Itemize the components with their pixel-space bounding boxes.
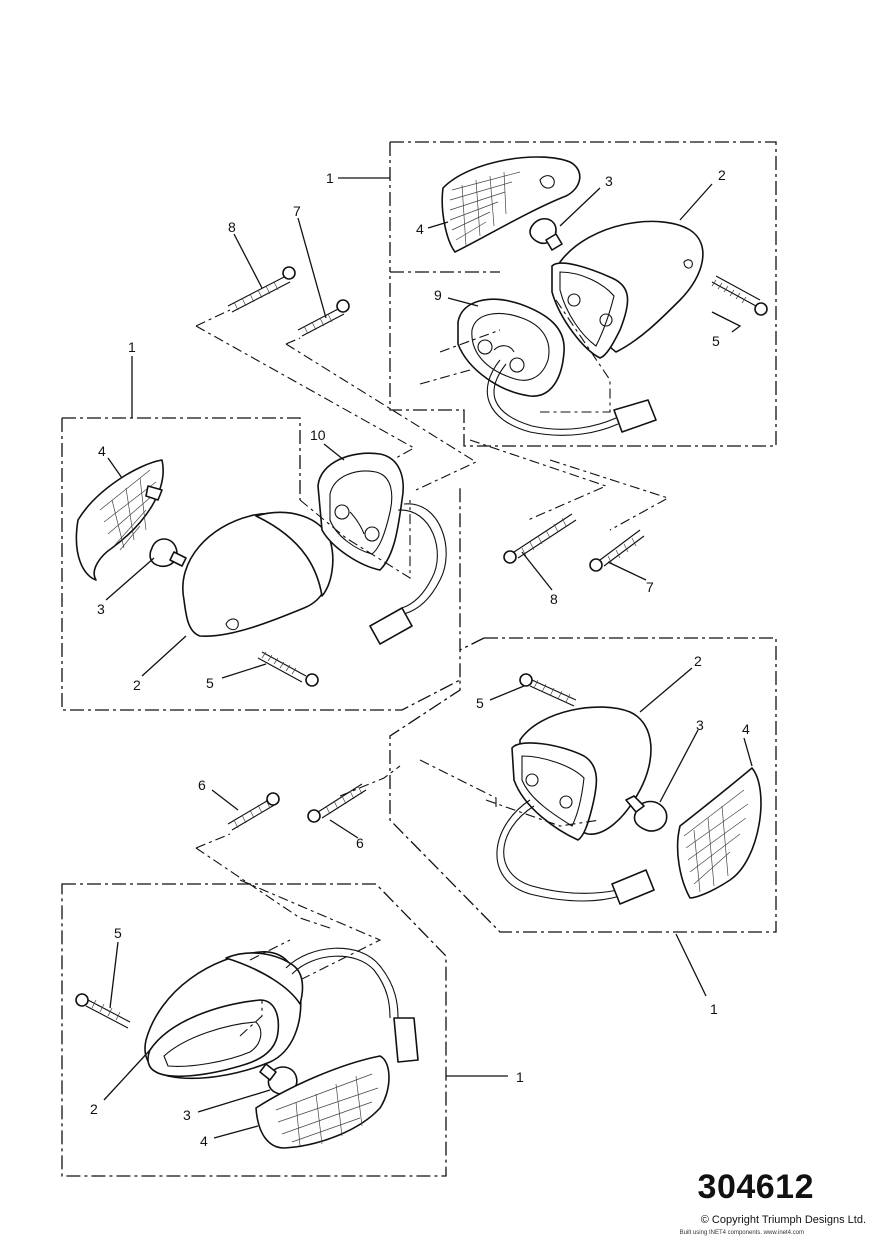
callout-4: 4	[200, 1133, 208, 1149]
callout-7: 7	[293, 203, 301, 219]
callout-10: 10	[310, 427, 326, 443]
indicator-assembly-mid-left	[61, 417, 461, 711]
callout-8: 8	[550, 591, 558, 607]
callout-3: 3	[605, 173, 613, 189]
callout-2: 2	[718, 167, 726, 183]
screw-icon	[519, 673, 577, 707]
indicator-assembly-bottom-left	[61, 883, 447, 1177]
callout-4: 4	[416, 221, 424, 237]
callout-5: 5	[206, 675, 214, 691]
mounting-screws-lower	[195, 759, 497, 981]
callout-3: 3	[696, 717, 704, 733]
mounting-screws-right	[503, 513, 645, 572]
bulb-icon	[625, 795, 668, 832]
screw-icon	[503, 513, 577, 564]
callout-1: 1	[516, 1069, 524, 1085]
screw-icon	[257, 651, 319, 687]
callout-4: 4	[98, 443, 106, 459]
callout-4: 4	[742, 721, 750, 737]
callout-labels: 1 2 3 4 5 9 8 7 1 4 3 2 5 10 8 7 2 5 3 4…	[90, 167, 750, 1149]
callout-7: 7	[646, 579, 654, 595]
callout-5: 5	[114, 925, 122, 941]
callout-2: 2	[694, 653, 702, 669]
bulb-icon	[529, 218, 563, 251]
callout-6: 6	[356, 835, 364, 851]
callout-9: 9	[434, 287, 442, 303]
callout-8: 8	[228, 219, 236, 235]
callout-1: 1	[710, 1001, 718, 1017]
diagram-number: 304612	[697, 1168, 814, 1206]
indicator-assembly-lower-right	[389, 637, 777, 933]
screw-icon	[227, 266, 296, 313]
indicator-assembly-top-right	[389, 141, 777, 447]
callout-6: 6	[198, 777, 206, 793]
callout-2: 2	[90, 1101, 98, 1117]
callout-1: 1	[326, 170, 334, 186]
copyright-subnote: Built using INET4 components. www.inet4.…	[679, 1230, 804, 1236]
screw-icon	[307, 783, 367, 823]
copyright-notice: © Copyright Triumph Designs Ltd.	[700, 1214, 866, 1226]
callout-5: 5	[712, 333, 720, 349]
leader-lines	[103, 177, 753, 1139]
mounting-screws-upper	[195, 266, 670, 531]
screw-icon	[711, 275, 768, 316]
screw-icon	[75, 993, 131, 1029]
callout-3: 3	[97, 601, 105, 617]
screw-icon	[589, 529, 645, 572]
screw-icon	[297, 299, 350, 337]
callout-5: 5	[476, 695, 484, 711]
screw-icon	[227, 792, 280, 831]
bulb-icon	[259, 1063, 298, 1096]
callout-2: 2	[133, 677, 141, 693]
callout-3: 3	[183, 1107, 191, 1123]
callout-1: 1	[128, 339, 136, 355]
bulb-icon	[149, 538, 187, 568]
